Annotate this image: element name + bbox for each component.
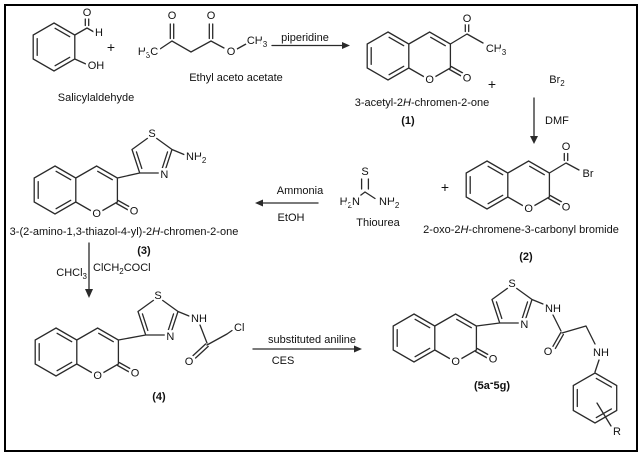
compound5-r-group-label: R <box>613 426 621 438</box>
ethyl-acetoacetate-double-bonds <box>169 23 214 40</box>
dmf-label: DMF <box>545 115 569 127</box>
compound4-double-bonds <box>38 313 209 373</box>
plus-sign-3: + <box>441 179 449 195</box>
compound4-nitrogen-label: N <box>166 331 174 343</box>
arrow-ammonia: Ammonia EtOH <box>255 185 324 224</box>
compound4-amide-oxygen-label: O <box>185 356 194 368</box>
compound5-amide-nh-label: NH <box>545 303 561 315</box>
ester-methyl-label: CH3 <box>247 35 268 49</box>
compound5-ring-oxygen-label: O <box>451 356 460 368</box>
compound1-ring-oxygen-label: O <box>425 74 434 86</box>
compound1-caption: 3-acetyl-2H-chromen-2-one <box>355 97 490 109</box>
compound1-structure: O O O CH3 3-acetyl-2H-chromen-2-one (1) <box>355 11 509 128</box>
hydroxyl-label: OH <box>88 60 105 72</box>
salicylaldehyde-double-bonds <box>36 18 90 67</box>
compound3-ring-oxygen-label: O <box>92 208 101 220</box>
compound5-lactone-oxygen-label: O <box>489 354 498 366</box>
compound2-caption: 2-oxo-2H-chromene-3-carbonyl bromide <box>423 224 619 236</box>
compound4-sulfur-label: S <box>154 290 161 302</box>
chloroacetyl-chloride-label: ClCH2COCl <box>93 262 151 276</box>
ketone-oxygen-label: O <box>168 10 177 22</box>
thiourea-bonds <box>358 191 376 200</box>
compound5-structure: O O S N NH O NH R (5a-5g) <box>392 276 624 441</box>
thiourea-h2n-label: H2N <box>340 196 360 210</box>
aldehyde-hydrogen-label: H <box>95 27 103 39</box>
piperidine-label: piperidine <box>281 32 329 44</box>
compound3-number: (3) <box>137 245 151 257</box>
arrow-dmf: DMF <box>530 97 569 144</box>
compound1-lactone-oxygen-label: O <box>463 73 472 85</box>
compound4-bonds <box>34 296 233 377</box>
thiourea-sulfur-label: S <box>361 166 368 178</box>
etoh-label: EtOH <box>278 212 305 224</box>
compound5-aniline-nh-label: NH <box>593 347 609 359</box>
compound4-number: (4) <box>152 391 166 403</box>
arrow-piperidine: piperidine <box>271 32 350 49</box>
compound5-number: (5a-5g) <box>474 377 510 392</box>
compound3-double-bonds <box>37 151 169 211</box>
compound1-double-bonds <box>370 23 470 77</box>
ethyl-acetoacetate-bonds <box>159 40 247 53</box>
compound2-lactone-oxygen-label: O <box>562 202 571 214</box>
compound4-amide-nh-label: NH <box>191 313 207 325</box>
ester-oxygen-label: O <box>227 46 236 58</box>
compound5-double-bonds <box>396 301 613 419</box>
compound1-acetyl-oxygen-label: O <box>463 13 472 25</box>
chcl3-label: CHCl3 <box>56 267 87 281</box>
arrow-substituted-aniline: substituted aniline CES <box>252 334 362 367</box>
bromine-reagent-label: Br2 <box>549 74 565 88</box>
compound2-number: (2) <box>519 251 533 263</box>
ethyl-acetoacetate-structure: H3C O O O CH3 Ethyl aceto acetate <box>135 8 283 85</box>
compound5-bonds <box>392 284 618 427</box>
plus-sign-1: + <box>107 39 115 55</box>
ammonia-label: Ammonia <box>277 185 324 197</box>
compound3-amine-label: NH2 <box>186 151 207 165</box>
compound5-nitrogen-label: N <box>520 319 528 331</box>
thiourea-caption: Thiourea <box>356 217 400 229</box>
compound3-structure: O O S N NH2 3-(2-amino-1,3-thiazol-4-yl)… <box>10 126 239 258</box>
arrow-head-icon <box>354 345 362 353</box>
compound4-structure: O O S N NH O Cl (4) <box>34 288 247 403</box>
compound2-double-bonds <box>469 152 569 206</box>
arrow-head-icon <box>85 289 93 298</box>
plus-sign-2: + <box>488 76 496 92</box>
compound1-number: (1) <box>401 115 415 127</box>
compound2-bonds <box>465 160 580 210</box>
arrow-chloroacetylation: CHCl3 ClCH2COCl <box>56 242 151 298</box>
compound4-lactone-oxygen-label: O <box>131 368 140 380</box>
compound3-caption: 3-(2-amino-1,3-thiazol-4-yl)-2H-chromen-… <box>10 226 239 238</box>
figure-border <box>4 4 638 452</box>
compound4-chloro-label: Cl <box>234 322 244 334</box>
aldehyde-oxygen-label: O <box>83 7 92 19</box>
salicylaldehyde-caption: Salicylaldehyde <box>58 92 134 104</box>
salicylaldehyde-structure: O H OH Salicylaldehyde <box>32 5 134 104</box>
compound3-nitrogen-label: N <box>160 169 168 181</box>
compound5-sulfur-label: S <box>508 278 515 290</box>
methyl-h3c-label: H3C <box>138 46 158 60</box>
compound1-methyl-label: CH3 <box>486 43 507 57</box>
substituted-aniline-label: substituted aniline <box>268 334 356 346</box>
salicylaldehyde-bonds <box>32 22 95 72</box>
compound3-bonds <box>33 134 185 215</box>
ethyl-acetoacetate-caption: Ethyl aceto acetate <box>189 72 283 84</box>
arrow-head-icon <box>530 136 538 144</box>
ces-label: CES <box>272 355 295 367</box>
arrow-head-icon <box>255 199 263 207</box>
compound2-ring-oxygen-label: O <box>524 203 533 215</box>
compound5-amide-oxygen-label: O <box>544 346 553 358</box>
thiourea-structure: S H2N NH2 Thiourea <box>337 164 402 230</box>
thiourea-double-bonds <box>360 178 370 190</box>
arrow-head-icon <box>342 42 350 49</box>
compound2-bromide-label: Br <box>583 168 594 180</box>
ester-carbonyl-oxygen-label: O <box>207 10 216 22</box>
compound3-sulfur-label: S <box>148 128 155 140</box>
compound1-bonds <box>366 31 484 81</box>
compound2-structure: O O O Br 2-oxo-2H-chromene-3-carbonyl br… <box>423 139 619 264</box>
compound4-ring-oxygen-label: O <box>93 370 102 382</box>
compound2-acyl-oxygen-label: O <box>562 141 571 153</box>
thiourea-nh2-label: NH2 <box>379 196 400 210</box>
compound3-lactone-oxygen-label: O <box>130 206 139 218</box>
